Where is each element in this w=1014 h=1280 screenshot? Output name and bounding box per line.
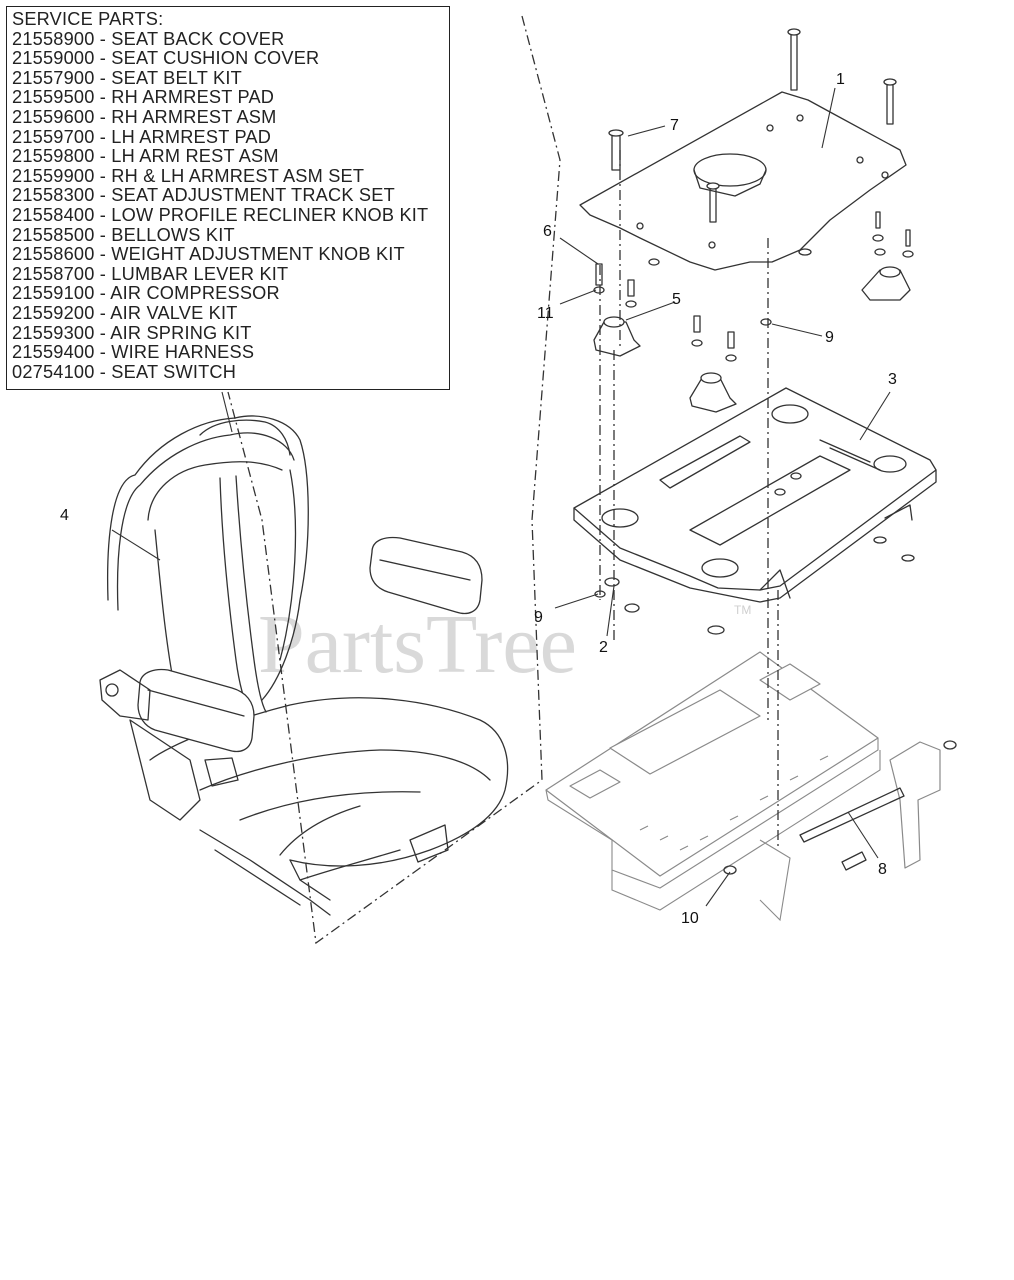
callout-leaders bbox=[111, 87, 891, 907]
part-description: AIR COMPRESSOR bbox=[110, 283, 280, 304]
service-part-row: 21558900 - SEAT BACK COVER bbox=[12, 28, 285, 49]
part-number: 21559900 bbox=[12, 165, 95, 186]
watermark-tm: TM bbox=[734, 603, 751, 617]
part-description: LUMBAR LEVER KIT bbox=[111, 263, 289, 284]
callout-6: 6 bbox=[543, 223, 552, 240]
part-number: 21559700 bbox=[12, 126, 95, 147]
callout-4: 4 bbox=[60, 507, 69, 524]
part-description: RH ARMREST PAD bbox=[111, 87, 275, 108]
service-part-row: 21559700 - LH ARMREST PAD bbox=[12, 126, 272, 147]
service-parts-list: 21558900 - SEAT BACK COVER 21559000 - SE… bbox=[12, 28, 449, 383]
part-number: 21558400 bbox=[12, 204, 95, 225]
part-number: 21559400 bbox=[12, 342, 95, 363]
service-part-row: 21559300 - AIR SPRING KIT bbox=[12, 322, 252, 343]
part-number: 21559500 bbox=[12, 87, 95, 108]
callout-9-left: 9 bbox=[534, 609, 543, 626]
guide-line-right bbox=[767, 238, 779, 850]
service-part-row: 21559500 - RH ARMREST PAD bbox=[12, 87, 275, 108]
service-part-row: 21559900 - RH & LH ARMREST ASM SET bbox=[12, 165, 365, 186]
part-description: SEAT CUSHION COVER bbox=[111, 48, 320, 69]
service-parts-box: SERVICE PARTS: 21558900 - SEAT BACK COVE… bbox=[6, 6, 450, 390]
service-part-row: 21558600 - WEIGHT ADJUSTMENT KNOB KIT bbox=[12, 244, 405, 265]
service-part-row: 21558400 - LOW PROFILE RECLINER KNOB KIT bbox=[12, 204, 429, 225]
guide-line-left bbox=[599, 150, 621, 640]
part-description: LOW PROFILE RECLINER KNOB KIT bbox=[111, 204, 429, 225]
part-description: LH ARM REST ASM bbox=[111, 146, 279, 167]
part-description: LH ARMREST PAD bbox=[111, 126, 272, 147]
callout-1: 1 bbox=[836, 71, 845, 88]
part-description: WEIGHT ADJUSTMENT KNOB KIT bbox=[111, 244, 405, 265]
callout-9-right: 9 bbox=[825, 329, 834, 346]
callout-2: 2 bbox=[599, 639, 608, 656]
part-number: 21558500 bbox=[12, 224, 95, 245]
part-number: 21559300 bbox=[12, 322, 95, 343]
service-part-row: 02754100 - SEAT SWITCH bbox=[12, 361, 237, 382]
part-description: RH ARMREST ASM bbox=[111, 106, 277, 127]
part-number: 21558900 bbox=[12, 28, 95, 49]
part-description: SEAT BACK COVER bbox=[111, 28, 285, 49]
part-number: 21559800 bbox=[12, 146, 95, 167]
isolator-mounts bbox=[593, 258, 772, 413]
part-number: 21559600 bbox=[12, 106, 95, 127]
watermark-text: PartsTree bbox=[258, 598, 577, 691]
part-number: 21559200 bbox=[12, 302, 95, 323]
part-number: 21559000 bbox=[12, 48, 95, 69]
part-description: RH & LH ARMREST ASM SET bbox=[111, 165, 365, 186]
part-description: SEAT SWITCH bbox=[111, 361, 237, 382]
service-part-row: 21558500 - BELLOWS KIT bbox=[12, 224, 235, 245]
part-number: 21557900 bbox=[12, 67, 95, 88]
seat-assembly bbox=[99, 391, 509, 916]
service-part-row: 21559800 - LH ARM REST ASM bbox=[12, 146, 279, 167]
callout-3: 3 bbox=[888, 371, 897, 388]
part-description: SEAT BELT KIT bbox=[111, 67, 242, 88]
service-part-row: 21557900 - SEAT BELT KIT bbox=[12, 67, 242, 88]
callout-5: 5 bbox=[672, 291, 681, 308]
part-description: SEAT ADJUSTMENT TRACK SET bbox=[111, 185, 395, 206]
part-number: 21559100 bbox=[12, 283, 95, 304]
track-plate bbox=[573, 387, 937, 635]
callout-11: 11 bbox=[537, 305, 554, 322]
part-number: 21558600 bbox=[12, 244, 95, 265]
callout-10: 10 bbox=[681, 910, 699, 927]
part-number: 02754100 bbox=[12, 361, 95, 382]
service-part-row: 21558700 - LUMBAR LEVER KIT bbox=[12, 263, 289, 284]
service-part-row: 21559100 - AIR COMPRESSOR bbox=[12, 283, 280, 304]
callout-8: 8 bbox=[878, 861, 887, 878]
service-part-row: 21559200 - AIR VALVE KIT bbox=[12, 302, 238, 323]
part-description: WIRE HARNESS bbox=[111, 342, 255, 363]
part-description: AIR VALVE KIT bbox=[110, 302, 238, 323]
assembly-boundary-line bbox=[227, 15, 561, 945]
part-description: BELLOWS KIT bbox=[111, 224, 235, 245]
service-part-row: 21559400 - WIRE HARNESS bbox=[12, 342, 255, 363]
service-part-row: 21558300 - SEAT ADJUSTMENT TRACK SET bbox=[12, 185, 395, 206]
watermark: PartsTree TM bbox=[258, 598, 751, 691]
service-parts-title: SERVICE PARTS: bbox=[12, 9, 164, 29]
top-plate bbox=[579, 28, 914, 301]
service-part-row: 21559600 - RH ARMREST ASM bbox=[12, 106, 277, 127]
service-part-row: 21559000 - SEAT CUSHION COVER bbox=[12, 48, 320, 69]
part-number: 21558300 bbox=[12, 185, 95, 206]
part-description: AIR SPRING KIT bbox=[110, 322, 252, 343]
mower-frame bbox=[545, 651, 957, 922]
part-number: 21558700 bbox=[12, 263, 95, 284]
callout-7: 7 bbox=[670, 117, 679, 134]
